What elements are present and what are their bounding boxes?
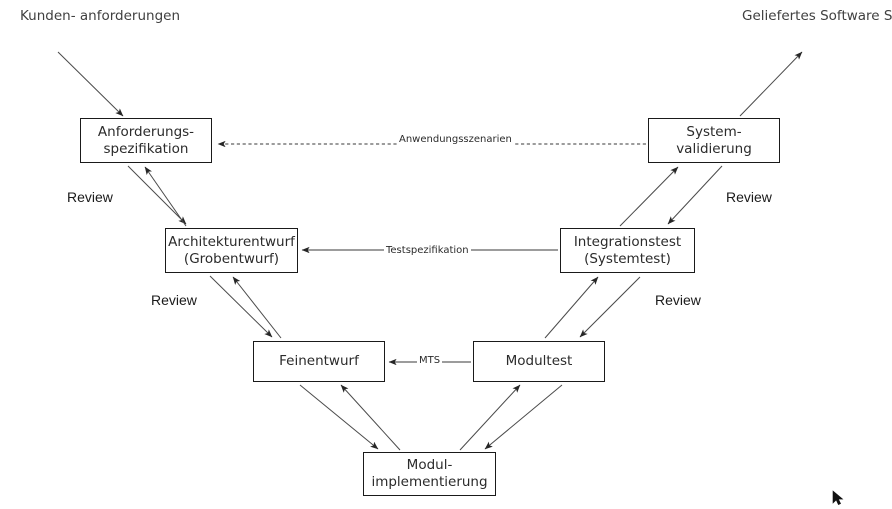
review-label-left-upper: Review <box>67 189 113 205</box>
edge-integ-to-modultest <box>579 276 641 338</box>
flow-label-line-2: System <box>883 8 892 24</box>
edge-anf-to-arch <box>127 165 187 225</box>
edge-fein-to-arch <box>232 276 282 339</box>
node-anforderungsspezifikation[interactable]: Anforderungs- spezifikation <box>80 118 212 163</box>
node-line-1: Modul- <box>406 457 453 473</box>
flow-label-line-1: Geliefertes Software <box>742 8 880 24</box>
flow-label-line-1: Kunden- <box>20 8 76 24</box>
node-line-2: implementierung <box>371 474 488 490</box>
node-line-1: Architekturentwurf <box>168 233 295 250</box>
node-line-2: spezifikation <box>103 140 189 157</box>
edge-modultest-to-modimpl <box>484 384 563 450</box>
edge-modultest-to-integ <box>544 276 599 339</box>
edge-label-mts: MTS <box>417 355 443 367</box>
review-label-left-lower: Review <box>151 292 197 308</box>
node-feinentwurf[interactable]: Feinentwurf <box>253 341 385 382</box>
review-label-right-lower: Review <box>655 292 701 308</box>
edge-integ-to-sysval <box>619 166 679 227</box>
node-line-1: Modultest <box>505 353 573 369</box>
node-line-1: Anforderungs- <box>97 123 195 140</box>
edge-kundenanforderungen <box>57 51 124 117</box>
node-integrationstest[interactable]: Integrationstest (Systemtest) <box>560 228 695 273</box>
edge-fein-to-modimpl <box>299 384 379 450</box>
node-line-1: System- <box>686 123 742 140</box>
flow-label-kundenanforderungen: Kunden- anforderungen <box>20 8 180 25</box>
node-modulimplementierung[interactable]: Modul- implementierung <box>363 452 496 496</box>
edge-sysval-to-integ <box>667 165 723 225</box>
review-label-right-upper: Review <box>726 189 772 205</box>
node-architekturentwurf[interactable]: Architekturentwurf (Grobentwurf) <box>165 228 298 273</box>
node-systemvalidierung[interactable]: System- validierung <box>648 118 780 163</box>
node-line-2: (Systemtest) <box>584 250 671 267</box>
edge-geliefertes-system <box>739 51 803 117</box>
flow-label-line-2: anforderungen <box>79 8 181 24</box>
node-modultest[interactable]: Modultest <box>473 341 605 382</box>
edge-arch-to-fein <box>209 275 273 338</box>
edge-modimpl-to-fein <box>340 384 401 451</box>
node-line-1: Feinentwurf <box>279 353 359 369</box>
edge-modimpl-to-modultest <box>459 384 521 451</box>
edge-label-testspezifikation: Testspezifikation <box>384 245 471 257</box>
node-line-1: Integrationstest <box>573 233 682 250</box>
node-line-2: (Grobentwurf) <box>183 250 280 267</box>
node-line-2: validierung <box>676 140 752 157</box>
edge-arch-to-anf <box>144 166 187 227</box>
flow-label-geliefertes-software-system: Geliefertes Software System <box>742 8 892 25</box>
edge-label-anwendungsszenarien: Anwendungsszenarien <box>397 134 514 146</box>
